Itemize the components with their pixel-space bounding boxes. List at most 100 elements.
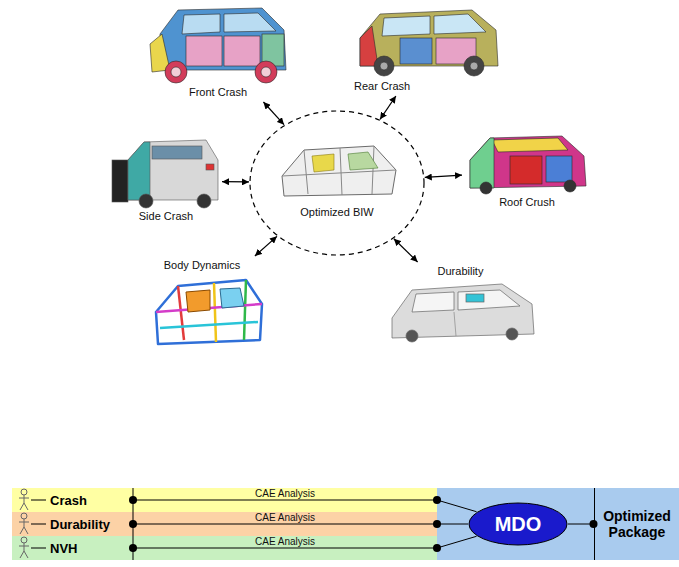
- roof-crush-car-part: [480, 182, 492, 194]
- edge-label: CAE Analysis: [255, 536, 315, 547]
- ellipse-outline: [249, 110, 425, 256]
- person-icon-part: [19, 543, 29, 558]
- body-dynamics-frame-part: [178, 286, 184, 340]
- body-dynamics-frame-part: [160, 322, 258, 328]
- node-label: Roof Crush: [499, 196, 555, 209]
- side-crash-car-part: [139, 194, 153, 208]
- double-arrow: [263, 102, 284, 125]
- durability-body-part: [458, 290, 520, 310]
- side-crash-car-part: [152, 146, 202, 159]
- front-crash-car-part: [182, 14, 220, 34]
- body-dynamics-frame-part: [156, 280, 262, 344]
- front-crash-car-part: [255, 61, 277, 83]
- front-crash-car-part: [224, 36, 260, 66]
- biw-frame-part: [372, 146, 374, 194]
- roof-crush-car-part: [546, 156, 572, 182]
- biw-frame-part: [304, 150, 308, 194]
- front-crash-car-part: [261, 67, 271, 77]
- rear-crash-car: [360, 10, 498, 76]
- durability-body-part: [412, 292, 454, 312]
- front-crash-car-part: [171, 67, 181, 77]
- rear-crash-car-part: [374, 56, 394, 76]
- body-dynamics-frame-part: [220, 288, 244, 308]
- side-crash-car-part: [206, 164, 214, 170]
- rear-crash-car-part: [464, 56, 484, 76]
- roof-crush-car-part: [564, 180, 576, 192]
- double-arrow: [380, 96, 396, 119]
- front-crash-car-part: [160, 8, 286, 70]
- node-label: Optimized Package: [598, 508, 677, 540]
- rear-crash-car-part: [434, 14, 486, 34]
- mdo-ellipse-shape: [469, 503, 567, 545]
- crash-scene-figure: Rear Crash: [352, 4, 502, 96]
- connector-line: [133, 524, 468, 525]
- double-arrow: [255, 236, 277, 256]
- roof-crush-car: [470, 136, 586, 194]
- node-label: MDO: [495, 513, 542, 536]
- node-label: Crash: [50, 493, 87, 508]
- junction-dot: [129, 544, 137, 552]
- double-arrow: [394, 239, 418, 262]
- rear-crash-car-part: [382, 16, 430, 36]
- node-label: Durability: [50, 517, 110, 532]
- person-leader: [31, 500, 46, 548]
- crash-scene-figure: Roof Crush: [462, 130, 592, 212]
- discipline-band: NVH: [12, 536, 133, 560]
- mdo-ellipse: MDO: [468, 502, 568, 546]
- node-label: NVH: [50, 541, 77, 556]
- roof-crush-car-part: [470, 138, 494, 188]
- edge-label: CAE Analysis: [255, 512, 315, 523]
- roof-crush-car-part: [510, 156, 542, 184]
- front-crash-car-part: [186, 36, 222, 66]
- band-grounds: [12, 488, 679, 560]
- side-crash-car: [112, 140, 218, 208]
- biw-frame: [282, 146, 396, 196]
- person-icon-part: [21, 537, 27, 543]
- central-ellipse: Optimized BIW: [249, 110, 425, 256]
- double-arrow: [425, 175, 462, 177]
- body-dynamics-frame-part: [186, 290, 210, 312]
- connector-line: [133, 500, 477, 512]
- discipline-band: Durability: [12, 512, 133, 536]
- biw-frame-part: [282, 170, 396, 176]
- analysis-figure: Durability: [383, 262, 538, 346]
- person-leader-part: [31, 500, 46, 501]
- side-crash-car-part: [197, 194, 211, 208]
- rear-crash-car-part: [470, 62, 478, 70]
- durability-body-part: [406, 330, 418, 342]
- node-label: Side Crash: [139, 210, 193, 223]
- person-icon-part: [21, 489, 27, 495]
- edge-label: CAE Analysis: [255, 488, 315, 499]
- connectors: [133, 96, 594, 548]
- biw-frame-part: [282, 146, 396, 196]
- person-leader-part: [31, 548, 46, 549]
- front-crash-car: [150, 8, 286, 83]
- person-icon-part: [19, 495, 29, 510]
- side-crash-car-part: [112, 160, 128, 202]
- crash-scene-figure: Side Crash: [110, 136, 222, 226]
- person-leader-part: [31, 524, 46, 525]
- discipline-band: Crash: [12, 488, 133, 512]
- roof-crush-car-part: [492, 138, 568, 152]
- body-dynamics-frame-part: [214, 283, 216, 342]
- durability-body-part: [454, 312, 456, 336]
- rear-crash-car-part: [380, 62, 388, 70]
- crash-scene-figure: Front Crash: [148, 2, 288, 102]
- rear-crash-car-part: [360, 26, 378, 66]
- front-crash-car-part: [224, 13, 276, 32]
- biw-frame-part: [348, 152, 378, 170]
- junction-dot: [129, 496, 137, 504]
- person-icon-part: [21, 513, 27, 519]
- node-label: Front Crash: [189, 86, 247, 99]
- body-dynamics-frame-part: [244, 280, 246, 340]
- junction-dot: [433, 496, 441, 504]
- rear-crash-car-part: [400, 38, 432, 64]
- biw-frame-part: [312, 154, 334, 172]
- junction-dot: [433, 544, 441, 552]
- band-grounds-part: [437, 488, 679, 560]
- connector-line: [133, 536, 477, 548]
